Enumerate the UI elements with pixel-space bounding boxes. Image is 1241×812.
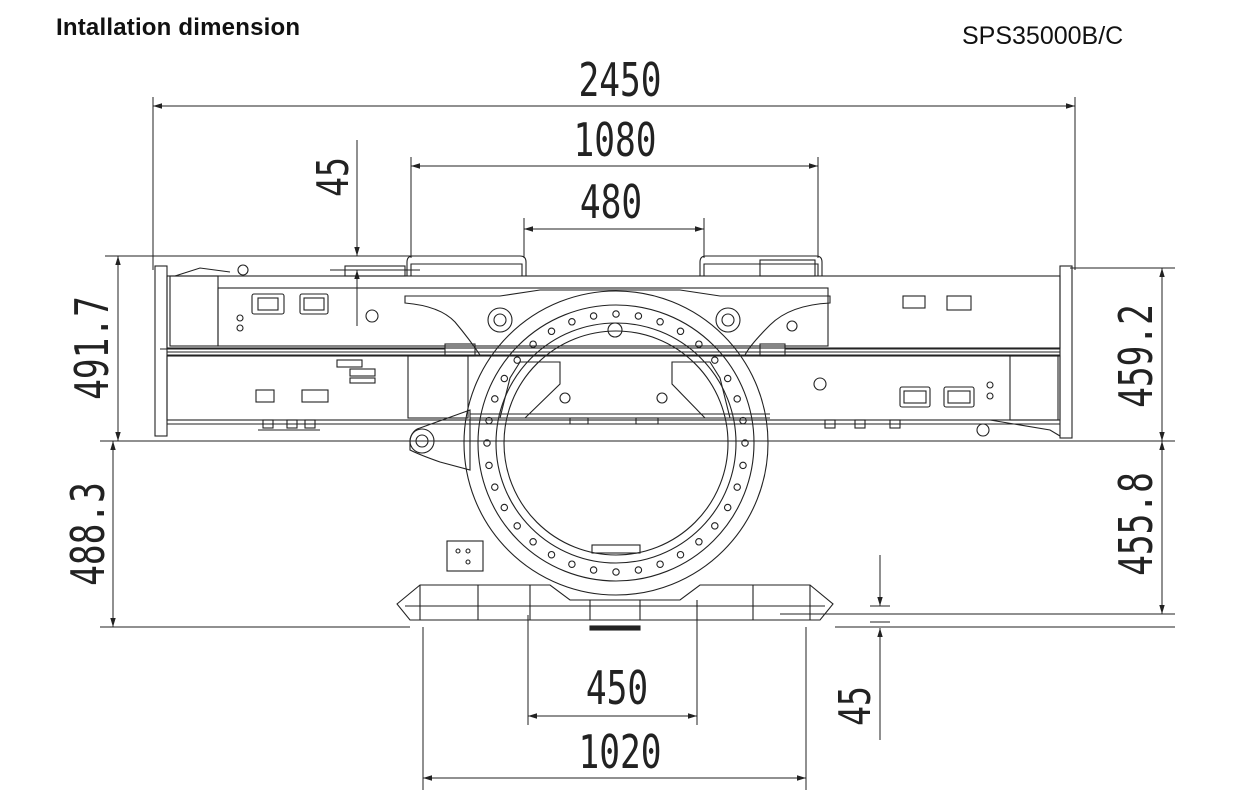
dim-1080: 1080 — [573, 113, 656, 167]
drawing-title: Intallation dimension — [56, 14, 301, 41]
bolt-hole — [711, 522, 719, 530]
bolt-hole — [500, 503, 509, 512]
bolt-hole — [695, 538, 703, 546]
bolt-hole — [568, 560, 576, 568]
bolt-hole — [733, 395, 741, 403]
bolt-hole — [547, 327, 556, 336]
bolt-hole — [589, 312, 598, 320]
dim-455-8: 455.8 — [1109, 472, 1163, 576]
bolt-hole — [529, 340, 537, 348]
bolt-hole — [500, 374, 509, 383]
bolt-hole — [695, 340, 703, 348]
bolt-hole — [676, 327, 685, 336]
dim-480: 480 — [580, 175, 642, 229]
bolt-hole — [739, 461, 747, 470]
bolt-hole — [485, 461, 493, 470]
dimension-labels: 2450 1080 480 450 1020 45 491.7 488.3 45… — [61, 53, 1163, 779]
bolt-hole — [485, 416, 493, 425]
dim-45-top: 45 — [308, 157, 359, 197]
bolt-hole — [491, 483, 499, 491]
bolt-hole — [547, 550, 556, 559]
bolt-hole — [589, 566, 598, 574]
dim-488-3: 488.3 — [61, 482, 115, 586]
bolt-hole — [634, 312, 643, 320]
bolt-hole — [612, 310, 620, 318]
bolt-hole — [568, 318, 576, 326]
machine-outline — [154, 255, 1073, 631]
dim-2450: 2450 — [579, 53, 662, 107]
bolt-hole — [676, 550, 685, 559]
dim-450: 450 — [586, 661, 648, 715]
dim-491-7: 491.7 — [65, 296, 119, 400]
bolt-hole — [711, 356, 719, 364]
dim-45-bottom: 45 — [830, 686, 881, 726]
bolt-hole — [741, 439, 749, 447]
bolt-hole — [723, 374, 732, 383]
bolt-hole — [612, 568, 620, 576]
bolt-hole — [483, 439, 491, 447]
dim-1020: 1020 — [579, 725, 662, 779]
bolt-hole — [723, 503, 732, 512]
bolt-hole — [513, 522, 521, 530]
bolt-hole — [656, 318, 664, 326]
dim-459-2: 459.2 — [1109, 304, 1163, 408]
bolt-hole — [656, 560, 664, 568]
bolt-hole — [529, 538, 537, 546]
bolt-hole — [634, 566, 643, 574]
bolt-hole — [513, 356, 521, 364]
bolt-hole — [739, 416, 747, 425]
model-number: SPS35000B/C — [962, 22, 1124, 50]
bolt-hole — [733, 483, 741, 491]
bolt-hole — [491, 395, 499, 403]
